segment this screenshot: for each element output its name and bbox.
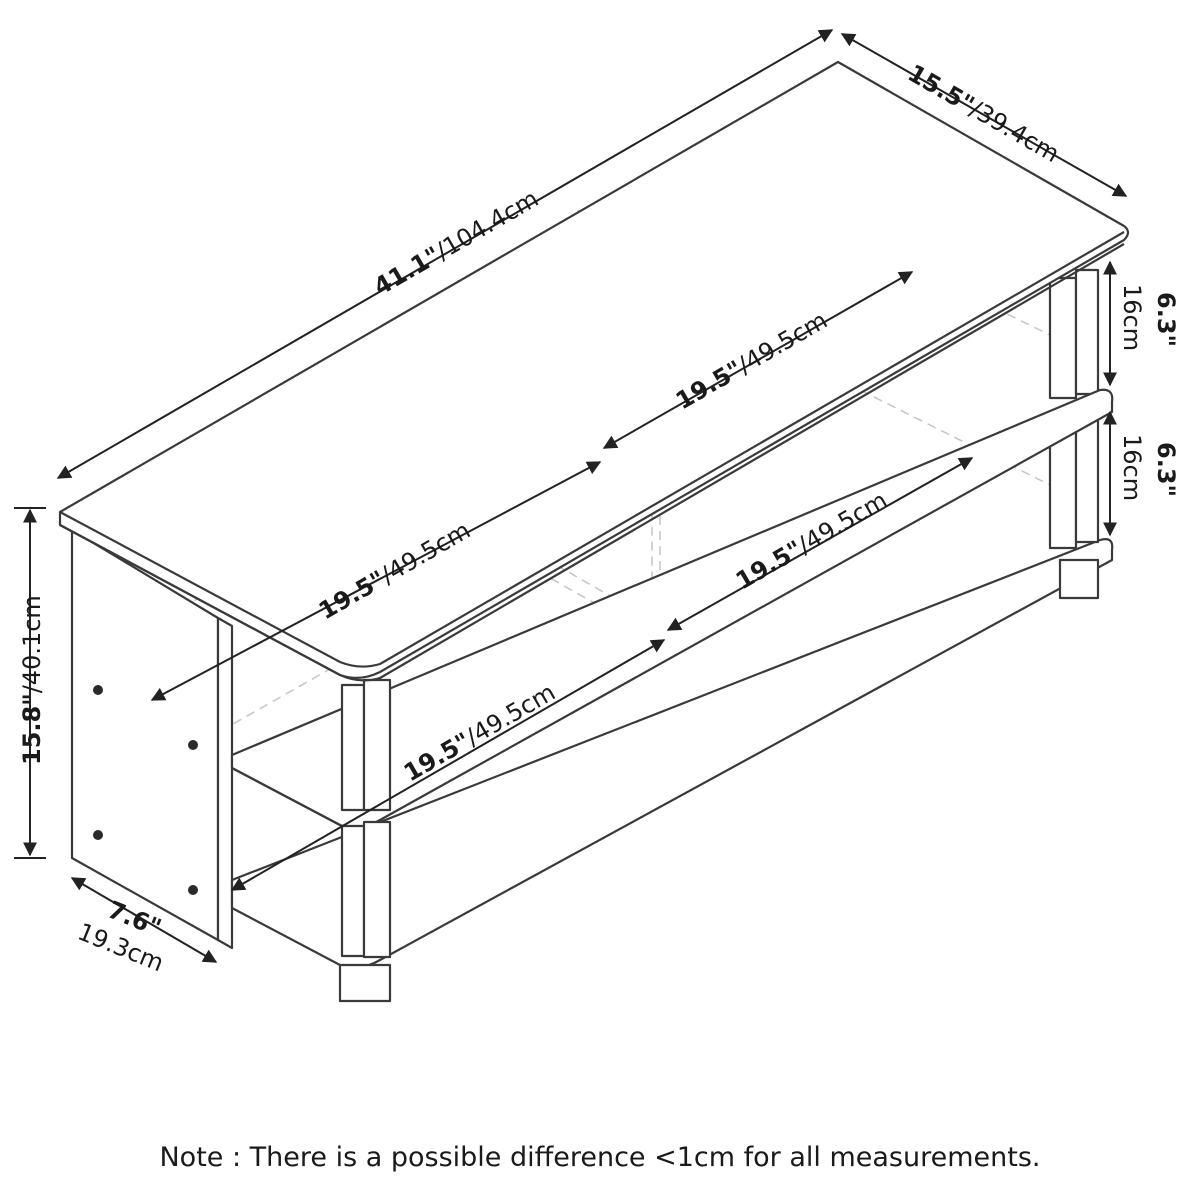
screw-hole <box>188 740 198 750</box>
shelf-gap-lower-cm-label: 16cm <box>1118 434 1146 501</box>
shelf-gap-upper-inches-label: 6.3" <box>1152 292 1180 347</box>
dimension-lines <box>14 29 1128 963</box>
top-board <box>58 60 1130 682</box>
screw-hole <box>93 830 103 840</box>
screw-hole <box>93 685 103 695</box>
shelf-gap-upper-cm-label: 16cm <box>1118 284 1146 351</box>
shelf-gap-lower-inches-label: 6.3" <box>1152 442 1180 497</box>
measurement-note: Note : There is a possible difference <1… <box>159 1142 1041 1173</box>
screw-hole <box>188 885 198 895</box>
height-label: 15.8"/40.1cm <box>18 595 46 765</box>
front-legs <box>338 678 392 1003</box>
